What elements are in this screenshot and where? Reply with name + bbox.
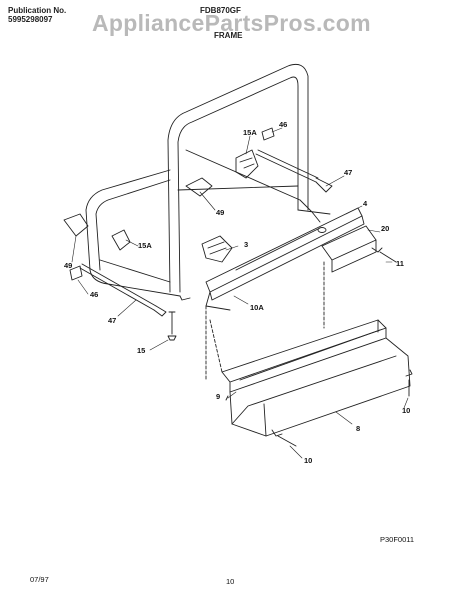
kick-panel xyxy=(221,319,411,437)
callout-15a-lower: 15A xyxy=(138,241,152,250)
callout-11: 11 xyxy=(396,259,404,268)
callout-15a-upper: 15A xyxy=(243,128,257,137)
callout-8: 8 xyxy=(356,424,361,433)
callout-46-upper: 46 xyxy=(279,120,288,129)
assembly-guides xyxy=(205,261,325,381)
screw-15 xyxy=(167,311,177,341)
callout-49-lower: 49 xyxy=(64,261,73,270)
watermark: AppliancePartsPros.com xyxy=(92,10,371,36)
clips-and-blocks xyxy=(69,127,377,281)
footer-date: 07/97 xyxy=(30,575,49,584)
screws xyxy=(271,247,413,447)
leader-lines xyxy=(71,127,409,459)
callout-20: 20 xyxy=(381,224,390,233)
callout-47-upper: 47 xyxy=(344,168,353,177)
frame-tube xyxy=(85,63,331,301)
callout-10a: 10A xyxy=(250,303,264,312)
front-frame-plate xyxy=(205,207,365,311)
hinge-brackets xyxy=(63,149,259,263)
callout-49-upper: 49 xyxy=(216,208,225,217)
publication-number: 5995298097 xyxy=(8,15,53,24)
callout-46-lower: 46 xyxy=(90,290,99,299)
callout-15: 15 xyxy=(137,346,146,355)
callout-3: 3 xyxy=(244,240,249,249)
callout-4: 4 xyxy=(363,199,368,208)
callout-47-lower: 47 xyxy=(108,316,117,325)
footer-page-number: 10 xyxy=(226,577,235,586)
callout-9: 9 xyxy=(216,392,221,401)
section-title: FRAME xyxy=(214,31,243,40)
callout-10-bottom: 10 xyxy=(304,456,313,465)
callout-10-right: 10 xyxy=(402,406,411,415)
diagram-code: P30F0011 xyxy=(380,535,415,544)
publication-label: Publication No. xyxy=(8,6,67,15)
model-number: FDB870GF xyxy=(200,6,241,15)
hinge-springs xyxy=(79,149,333,317)
